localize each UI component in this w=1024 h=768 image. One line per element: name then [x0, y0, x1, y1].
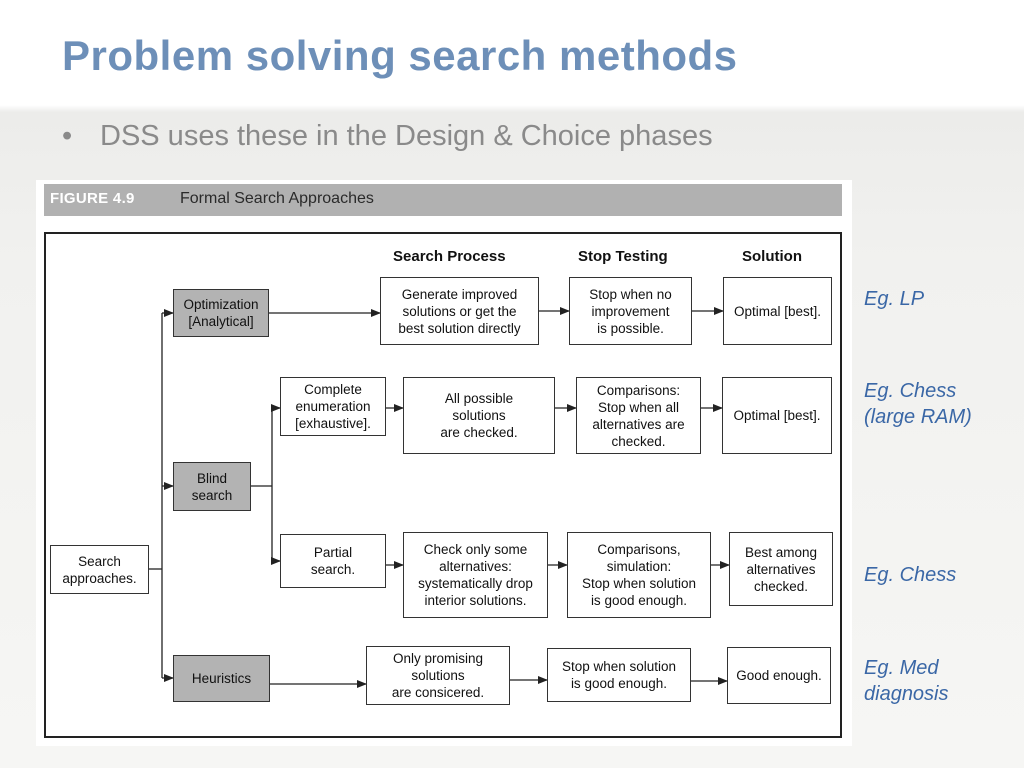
note-eg-lp: Eg. LP — [864, 288, 925, 310]
bullet-point: • DSS uses these in the Design & Choice p… — [62, 120, 713, 153]
node-complete-process: All possible solutions are checked. — [403, 377, 555, 454]
node-blind-search: Blind search — [173, 462, 251, 511]
node-optimization-process: Generate improved solutions or get the b… — [380, 277, 539, 345]
node-optimization: Optimization [Analytical] — [173, 289, 269, 337]
node-complete-solution: Optimal [best]. — [722, 377, 832, 454]
node-partial-search: Partial search. — [280, 534, 386, 588]
header-stop-testing: Stop Testing — [578, 248, 668, 265]
node-partial-solution: Best among alternatives checked. — [729, 532, 833, 606]
node-partial-stop: Comparisons, simulation: Stop when solut… — [567, 532, 711, 618]
bullet-text: DSS uses these in the Design & Choice ph… — [100, 120, 713, 152]
header-solution: Solution — [742, 248, 802, 265]
node-partial-process: Check only some alternatives: systematic… — [403, 532, 548, 618]
note-eg-med-diagnosis: Eg. Med diagnosis — [864, 657, 949, 705]
node-heuristics: Heuristics — [173, 655, 270, 702]
node-complete-stop: Comparisons: Stop when all alternatives … — [576, 377, 701, 454]
figure-header: FIGURE 4.9 Formal Search Approaches — [44, 184, 842, 216]
note-eg-chess: Eg. Chess — [864, 564, 957, 586]
node-heuristics-process: Only promising solutions are consicered. — [366, 646, 510, 705]
note-eg-chess-ram: Eg. Chess (large RAM) — [864, 380, 972, 428]
figure-caption: Formal Search Approaches — [180, 190, 374, 207]
header-search-process: Search Process — [393, 248, 506, 265]
node-search-approaches: Search approaches. — [50, 545, 149, 594]
node-heuristics-stop: Stop when solution is good enough. — [547, 648, 691, 702]
figure-number: FIGURE 4.9 — [50, 190, 135, 207]
node-optimization-solution: Optimal [best]. — [723, 277, 832, 345]
node-heuristics-solution: Good enough. — [727, 647, 831, 704]
node-optimization-stop: Stop when no improvement is possible. — [569, 277, 692, 345]
slide-title: Problem solving search methods — [62, 32, 738, 79]
node-complete-enumeration: Complete enumeration [exhaustive]. — [280, 377, 386, 436]
bullet-dot-icon: • — [62, 120, 73, 152]
